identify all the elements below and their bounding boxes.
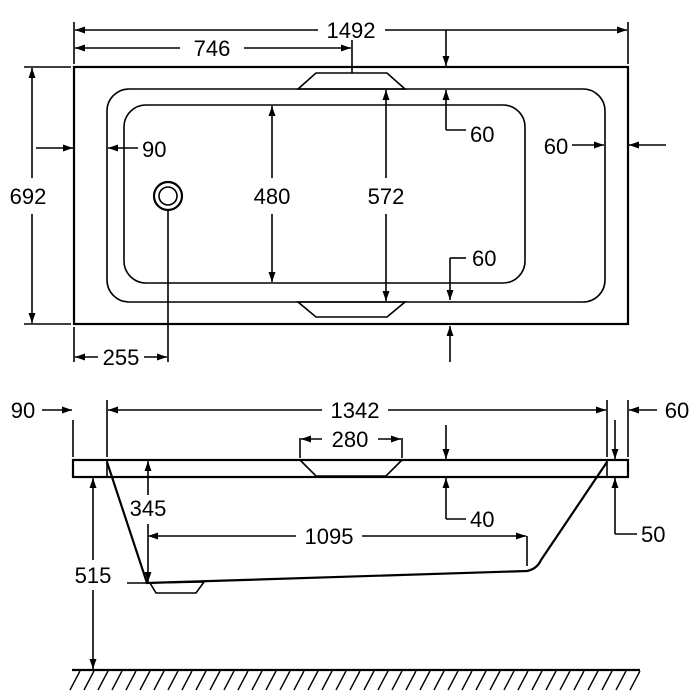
hatch-stroke xyxy=(419,670,431,691)
hatch-stroke xyxy=(433,670,445,691)
dim-side-right-rim: 60 xyxy=(665,398,689,423)
dim-top-rim: 60 xyxy=(470,122,494,147)
hatch-stroke xyxy=(349,670,361,691)
dim-inner-top-width: 572 xyxy=(368,184,405,209)
hatch-stroke xyxy=(391,670,403,691)
bottom-armrest-outline xyxy=(295,301,408,318)
hatch-stroke xyxy=(167,670,179,691)
side-view: 90 1342 60 280 345 40 50 1095 xyxy=(11,398,689,691)
top-view: 1492 746 692 480 572 90 60 60 xyxy=(10,18,666,370)
hatch-stroke xyxy=(531,670,543,691)
hatch-stroke xyxy=(195,670,207,691)
hatch-stroke xyxy=(125,670,137,691)
dim-right-edge-drop: 50 xyxy=(641,522,665,547)
hatch-stroke xyxy=(279,670,291,691)
hatch-stroke xyxy=(573,670,585,691)
hatch-stroke xyxy=(335,670,347,691)
hatch-stroke xyxy=(489,670,501,691)
hatch-stroke xyxy=(97,670,109,691)
hatch-stroke xyxy=(83,670,95,691)
armrest-profile-outline xyxy=(298,459,404,477)
hatch-stroke xyxy=(503,670,515,691)
hatch-stroke xyxy=(559,670,571,691)
inner-bottom-outline xyxy=(123,104,526,284)
dim-right-rim: 60 xyxy=(544,134,568,159)
drain-bump-outline xyxy=(148,581,206,594)
hatch-stroke xyxy=(223,670,235,691)
hatch-stroke xyxy=(321,670,333,691)
dim-floor-length: 1095 xyxy=(305,524,354,549)
hatch-stroke xyxy=(447,670,459,691)
floor-hatching xyxy=(69,670,641,691)
dim-drain-offset: 255 xyxy=(103,345,140,370)
hatch-stroke xyxy=(461,670,473,691)
dim-half-length: 746 xyxy=(194,36,231,61)
hatch-stroke xyxy=(363,670,375,691)
top-armrest-outline xyxy=(295,72,408,90)
hatch-stroke xyxy=(587,670,599,691)
hatch-stroke xyxy=(237,670,249,691)
hatch-stroke xyxy=(545,670,557,691)
hatch-stroke xyxy=(615,670,627,691)
dim-inner-bottom-width: 480 xyxy=(254,184,291,209)
dim-overall-width: 692 xyxy=(10,184,47,209)
dim-armrest-width: 280 xyxy=(332,427,369,452)
dim-inner-length: 1342 xyxy=(331,398,380,423)
hatch-stroke xyxy=(293,670,305,691)
hatch-stroke xyxy=(377,670,389,691)
hatch-stroke xyxy=(405,670,417,691)
hatch-stroke xyxy=(111,670,123,691)
hatch-stroke xyxy=(517,670,529,691)
rim-slab-outline xyxy=(71,458,630,479)
drain-inner-ring xyxy=(158,186,178,206)
dim-side-left-rim: 90 xyxy=(11,398,35,423)
outer-rim-outline xyxy=(72,65,630,326)
dim-bottom-rim: 60 xyxy=(472,246,496,271)
hatch-stroke xyxy=(251,670,263,691)
hatch-stroke xyxy=(307,670,319,691)
hatch-stroke xyxy=(601,670,613,691)
dim-left-rim: 90 xyxy=(142,137,166,162)
dim-overall-length: 1492 xyxy=(327,18,376,43)
hatch-stroke xyxy=(181,670,193,691)
hatch-stroke xyxy=(265,670,277,691)
hatch-stroke xyxy=(209,670,221,691)
hatch-stroke xyxy=(139,670,151,691)
tub-body-outline xyxy=(105,461,608,585)
drain-outer-ring xyxy=(152,180,184,212)
hatch-stroke xyxy=(629,670,641,691)
hatch-stroke xyxy=(69,670,81,691)
dim-total-height: 515 xyxy=(75,563,112,588)
dim-depth: 345 xyxy=(130,496,167,521)
hatch-stroke xyxy=(153,670,165,691)
dim-rim-thickness: 40 xyxy=(470,507,494,532)
hatch-stroke xyxy=(475,670,487,691)
